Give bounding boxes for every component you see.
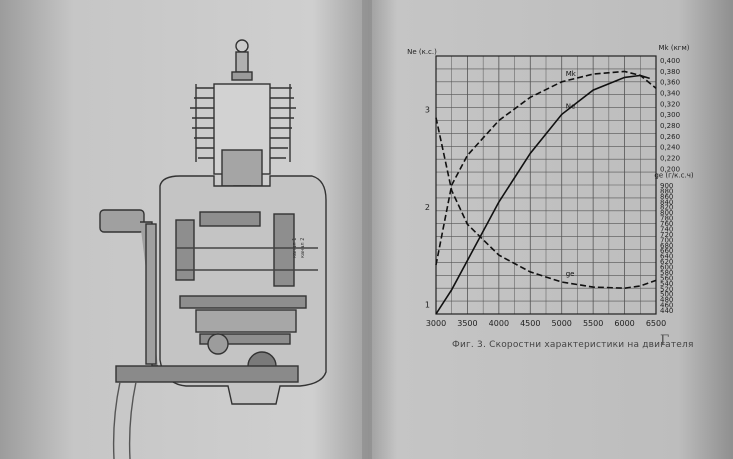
y-right-bottom-tick-label: 620 bbox=[660, 258, 673, 266]
y-right-bottom-tick-label: 740 bbox=[660, 225, 673, 233]
y-right-bottom-tick-label: 580 bbox=[660, 269, 673, 277]
x-tick-label: 3500 bbox=[457, 319, 477, 328]
y-right-top-tick-label: 0,300 bbox=[660, 111, 680, 119]
y-right-top-tick-label: 0,260 bbox=[660, 133, 680, 141]
spark-plug bbox=[231, 39, 253, 81]
kick-start-lever bbox=[99, 209, 158, 367]
x-tick-label: 4500 bbox=[520, 319, 540, 328]
x-tick-label: 3000 bbox=[426, 319, 446, 328]
book-gutter bbox=[362, 0, 372, 459]
series-line-ge bbox=[435, 117, 657, 290]
y-left-tick-label: 3 bbox=[425, 106, 430, 115]
engine-label-channel-2: канал 2 bbox=[300, 238, 306, 258]
series-line-ne bbox=[435, 74, 650, 315]
y-right-top-tick-label: 0,380 bbox=[660, 68, 680, 76]
y-right-bottom-tick-label: 780 bbox=[660, 215, 673, 223]
y-left-axis-label: Ne (к.с.) bbox=[407, 48, 437, 56]
y-right-top-axis-label: Mk (кгм) bbox=[659, 44, 690, 52]
plot-frame bbox=[435, 55, 657, 315]
y-right-top-tick-label: 0,220 bbox=[660, 155, 680, 163]
y-right-top-tick-label: 0,320 bbox=[660, 100, 680, 108]
speed-characteristics-chart: 3000 3500 4000 4500 5000 5500 6000 6500 1 2 3 Ne (к… bbox=[407, 44, 694, 328]
y-right-bottom-tick-label: 640 bbox=[660, 253, 673, 261]
y-left-tick-label: 1 bbox=[425, 300, 430, 309]
x-tick-label: 5000 bbox=[552, 319, 572, 328]
y-right-bottom-tick-label: 660 bbox=[660, 247, 673, 255]
engine-label-channel-1: канал 1 bbox=[292, 238, 298, 258]
y-right-top-tick-label: 0,280 bbox=[660, 122, 680, 130]
y-right-bottom-tick-label: 720 bbox=[660, 231, 673, 239]
series-label-ne: Ne bbox=[566, 102, 576, 110]
series-line-mk bbox=[435, 70, 657, 266]
series-label-mk: Mk bbox=[566, 70, 577, 78]
y-right-top-tick-label: 0,200 bbox=[660, 165, 680, 173]
y-right-bottom-tick-label: 680 bbox=[660, 242, 673, 250]
y-right-bottom-tick-label: 880 bbox=[660, 187, 673, 195]
y-right-bottom-axis-label: ge (г/к.с.ч) bbox=[654, 171, 693, 179]
y-right-bottom-tick-label: 760 bbox=[660, 220, 673, 228]
y-right-bottom-tick-label: 820 bbox=[660, 204, 673, 212]
x-tick-label: 4000 bbox=[489, 319, 509, 328]
x-tick-label: 6500 bbox=[646, 319, 666, 328]
lower-tube bbox=[112, 381, 137, 459]
y-left-tick-label: 2 bbox=[425, 203, 430, 212]
y-right-bottom-tick-label: 440 bbox=[660, 307, 673, 315]
x-tick-label: 5500 bbox=[583, 319, 603, 328]
x-tick-label: 6000 bbox=[614, 319, 634, 328]
series-label-ge: ge bbox=[566, 270, 575, 278]
y-right-bottom-tick-label: 860 bbox=[660, 193, 673, 201]
page-corner-mark: Г bbox=[660, 333, 670, 349]
y-right-top-tick-label: 0,400 bbox=[660, 57, 680, 65]
y-right-top-tick-label: 0,340 bbox=[660, 90, 680, 98]
right-page bbox=[368, 0, 733, 459]
y-right-bottom-tick-label: 800 bbox=[660, 209, 673, 217]
y-right-bottom-tick-label: 500 bbox=[660, 291, 673, 299]
y-right-bottom-tick-label: 900 bbox=[660, 182, 673, 190]
y-right-top-tick-label: 0,360 bbox=[660, 79, 680, 87]
y-right-bottom-tick-label: 480 bbox=[660, 296, 673, 304]
y-right-bottom-tick-label: 700 bbox=[660, 236, 673, 244]
y-right-bottom-tick-label: 600 bbox=[660, 264, 673, 272]
y-right-bottom-tick-label: 460 bbox=[660, 302, 673, 310]
figure-caption: Фиг. 3. Скоростни характеристики на двиг… bbox=[452, 340, 694, 350]
y-right-bottom-tick-label: 840 bbox=[660, 198, 673, 206]
output-shaft bbox=[115, 365, 299, 383]
y-right-bottom-tick-label: 520 bbox=[660, 285, 673, 293]
y-right-top-tick-label: 0,240 bbox=[660, 144, 680, 152]
y-right-bottom-tick-label: 540 bbox=[660, 280, 673, 288]
y-right-bottom-tick-label: 560 bbox=[660, 274, 673, 282]
engine-cross-section-drawing: канал 1 канал 2 bbox=[99, 39, 327, 459]
